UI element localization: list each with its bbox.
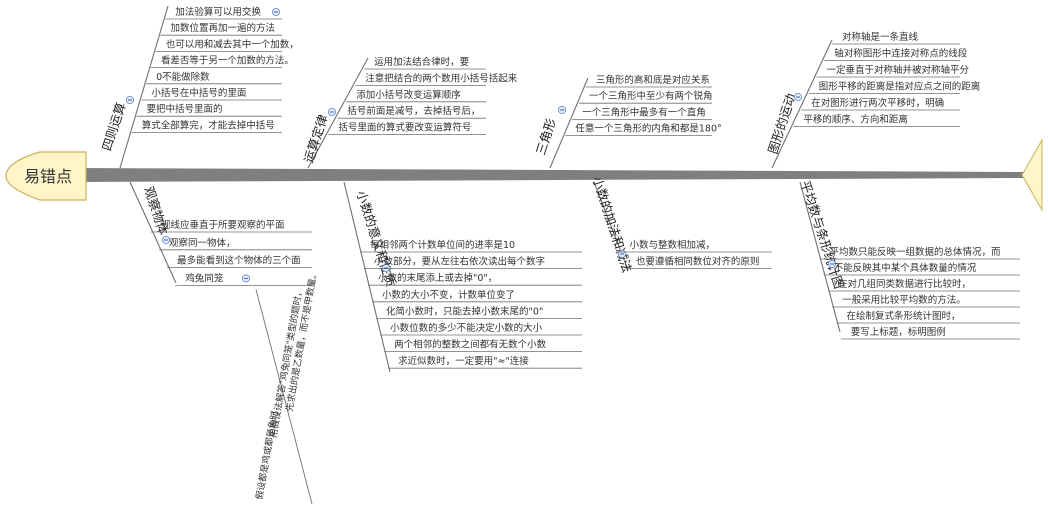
branch-item[interactable]: 在对几组同类数据进行比较时， (838, 278, 971, 290)
branch-item[interactable]: 括号里面的算式要改变运算符号 (338, 122, 471, 134)
branch-item[interactable]: 加法验算可以用交换 (175, 6, 261, 18)
branch-item[interactable]: 也要遵循相同数位对齐的原则 (636, 256, 760, 268)
spine (80, 168, 1030, 182)
branch-item[interactable]: 也可以用和减去其中一个加数， (166, 38, 299, 50)
branch-collapse-button[interactable] (557, 105, 567, 115)
branch-item[interactable]: 对称轴是一条直线 (842, 31, 919, 43)
branch-item[interactable]: 最多能看到这个物体的三个面 (177, 255, 301, 267)
bone-line-0 (119, 5, 169, 169)
bone-line-4 (129, 181, 177, 284)
branch-item[interactable]: 小数与整数相加减， (630, 239, 716, 251)
branch-item[interactable]: 小数的末尾添上或去掉"0"， (378, 272, 497, 284)
branch-item[interactable]: 鸡兔同笼 (185, 272, 224, 284)
branch-item[interactable]: 轴对称图形中连接对称点的线段 (834, 48, 968, 60)
branch-title: 图形的运动 (765, 92, 799, 156)
item-collapse-button[interactable] (241, 274, 251, 283)
branch-item[interactable]: 小数的大小不变，计数单位变了 (382, 289, 515, 301)
branch-collapse-button[interactable] (827, 259, 837, 269)
branch-item[interactable]: 不能反映其中某个具体数量的情况 (834, 262, 977, 274)
branch-item[interactable]: 一定垂直于对称轴并被对称轴平分 (827, 64, 970, 76)
branch-item[interactable]: 小数部分，要从左往右依次读出每个数字 (374, 256, 545, 268)
branch-collapse-button[interactable] (161, 235, 171, 245)
bone-line-1 (307, 57, 369, 169)
fish-tail (1021, 138, 1043, 212)
branch-item[interactable]: 加数位置再加一遍的方法 (171, 22, 276, 34)
bone-line-5 (343, 181, 391, 373)
branch-title: 运算定律 (301, 113, 331, 165)
branch-item[interactable]: 添加小括号改变运算顺序 (356, 89, 461, 101)
branch-title: 小数的加法和减法 (590, 175, 635, 275)
bone-line-3 (771, 39, 833, 169)
branch-item[interactable]: 任意一个三角形的内角和都是180° (575, 123, 721, 135)
branch-item[interactable]: 一个三角形中最多有一个直角 (582, 106, 706, 118)
branch-item[interactable]: 小括号在中括号的里面 (151, 87, 246, 99)
branch-item[interactable]: 在对图形进行两次平移时，明确 (811, 97, 944, 109)
branch-item[interactable]: 算式全部算完，才能去掉中括号 (142, 119, 275, 131)
sub-bone-line (255, 289, 313, 505)
branch-item[interactable]: 一般采用比较平均数的方法。 (842, 294, 966, 306)
branch-item[interactable]: 注意把结合的两个数用小括号括起来 (365, 72, 518, 84)
bone-line-2 (549, 77, 589, 169)
branch-item[interactable]: 小数位数的多少不能决定小数的大小 (390, 322, 543, 334)
branch-item[interactable]: 每相邻两个计数单位间的进率是10 (370, 239, 515, 251)
branch-collapse-button[interactable] (381, 263, 391, 273)
branch-item[interactable]: 括号前面是减号，去掉括号后， (347, 105, 480, 117)
branch-item[interactable]: 观察同一物体， (169, 237, 236, 249)
branch-item[interactable]: 图形平移的距离是指对应点之间的距离 (819, 81, 981, 93)
branch-item[interactable]: 平移的顺序、方向和距离 (803, 114, 908, 126)
item-collapse-button[interactable] (271, 7, 281, 17)
branch-item[interactable]: 视线应垂直于所要观察的平面 (161, 219, 285, 231)
branch-item[interactable]: 在绘制复式条形统计图时， (847, 310, 961, 322)
branch-collapse-button[interactable] (327, 107, 337, 117)
branch-item[interactable]: 看差否等于另一个加数的方法。 (161, 55, 294, 67)
branch-collapse-button[interactable] (125, 95, 135, 105)
branch-item[interactable]: 一个三角形中至少有两个锐角 (589, 90, 713, 102)
branch-item[interactable]: 要写上标题，标明图例 (851, 326, 946, 338)
branch-item[interactable]: 化简小数时，只能去掉小数末尾的"0" (386, 305, 543, 317)
branch-item[interactable]: 要把中括号里面的 (147, 103, 223, 115)
branch-item[interactable]: 运用加法结合律时，要 (374, 56, 469, 68)
branch-item[interactable]: 求近似数时，一定要用"≈"连接 (398, 355, 529, 367)
branch-title: 四则运算 (99, 101, 129, 153)
branch-collapse-button[interactable] (617, 249, 627, 259)
branch-item[interactable]: 两个相邻的整数之间都有无数个小数 (394, 339, 547, 351)
branch-item[interactable]: 三角形的高和底是对应关系 (596, 74, 710, 86)
branch-collapse-button[interactable] (793, 92, 803, 102)
branch-item[interactable]: 平均数只能反映一组数据的总体情况，而 (829, 246, 1001, 258)
head-label: 易错点 (24, 167, 72, 186)
branch-title: 三角形 (533, 116, 559, 157)
branch-item[interactable]: 0不能做除数 (156, 71, 210, 83)
fish-head[interactable] (5, 151, 87, 201)
